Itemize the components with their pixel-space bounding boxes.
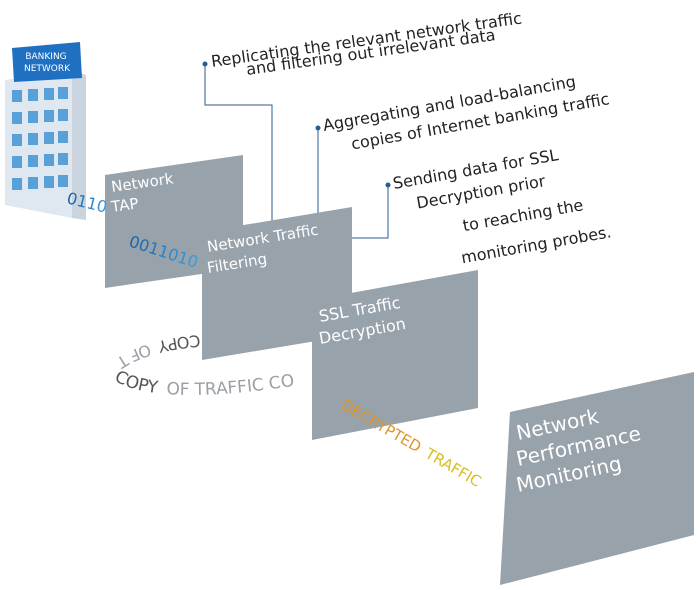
copy-word-1: COPY xyxy=(156,331,201,356)
sign-line-1: BANKING xyxy=(25,52,66,62)
copy-word-3: COPY xyxy=(111,367,159,398)
building-windows xyxy=(12,87,68,190)
stage-performance-monitoring: Network Performance Monitoring xyxy=(500,372,694,585)
stage-ssl-decryption: SSL Traffic Decryption xyxy=(312,270,478,440)
callout-2: Aggregating and load-balancing copies of… xyxy=(321,72,610,154)
decrypted-word-2: TRAFFIC xyxy=(421,444,484,491)
callout-3: Sending data for SSL Decryption prior to… xyxy=(391,145,612,267)
copy-flow-bottom: COPY OF TRAFFIC CO xyxy=(111,367,295,400)
callout-connectors xyxy=(204,64,389,239)
banking-network-sign: BANKING NETWORK xyxy=(12,42,82,82)
copy-word-4: OF TRAFFIC CO xyxy=(166,371,296,400)
callout-dots xyxy=(202,61,391,188)
stage-1-line-2: TAP xyxy=(109,194,140,216)
callout-1: Replicating the relevant network traffic… xyxy=(210,9,523,79)
sign-line-2: NETWORK xyxy=(24,64,71,74)
bank-building-icon: BANKING NETWORK xyxy=(5,42,86,220)
